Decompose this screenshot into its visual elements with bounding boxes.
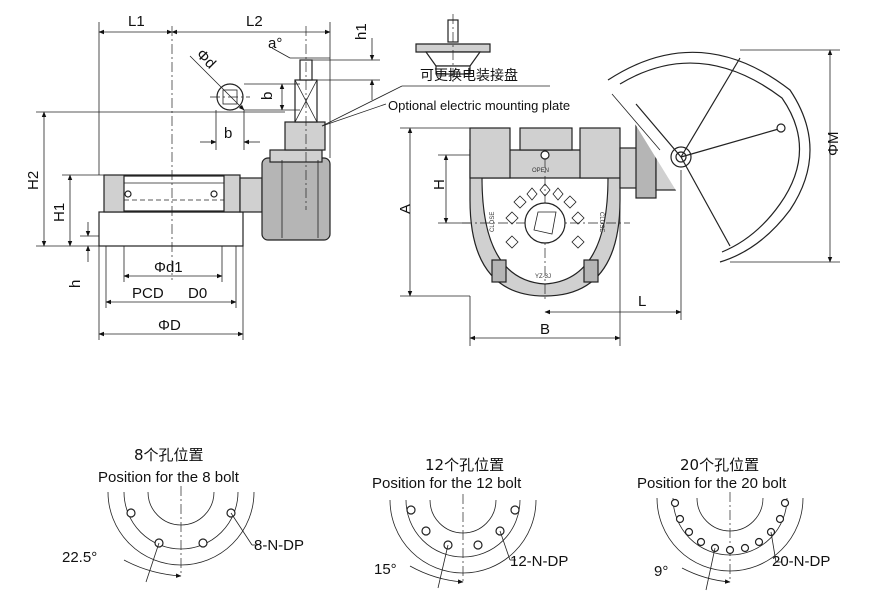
dim-phi-M: ΦM	[825, 132, 842, 156]
dim-L: L	[638, 293, 646, 310]
dim-phi-D: ΦD	[158, 317, 181, 334]
dim-pcd: PCD	[132, 285, 164, 302]
dim-phi-d1: Φd1	[154, 259, 183, 276]
bolt12-label: 12-N-DP	[510, 553, 568, 570]
bolt8-label: 8-N-DP	[254, 537, 304, 554]
bolt20-angle: 9°	[654, 563, 668, 580]
bolt8-title-en: Position for the 8 bolt	[98, 469, 240, 486]
dim-b-vertical: b	[259, 92, 276, 100]
left-side-view: L1 L2 Φd a° h1 b b H2 H1 h Φd1 PCD D0 ΦD	[25, 13, 380, 340]
dim-B: B	[540, 321, 550, 338]
bolt20-title-en: Position for the 20 bolt	[637, 475, 787, 492]
bolt20-title-zh: 20个孔位置	[680, 456, 759, 474]
dim-b-horizontal: b	[224, 125, 232, 142]
bolt8-title-zh: 8个孔位置	[134, 446, 204, 464]
bolt-pattern-12: 12个孔位置 Position for the 12 bolt 15° 12-N…	[372, 456, 568, 589]
dim-phi-d: Φd	[193, 46, 219, 72]
worm-housing	[261, 157, 331, 241]
note-english: Optional electric mounting plate	[388, 98, 570, 113]
bolt12-title-zh: 12个孔位置	[425, 456, 504, 474]
dim-d0: D0	[188, 285, 207, 302]
base-flange	[98, 211, 244, 247]
label-close-left: CLOSE	[490, 212, 496, 232]
dim-L2: L2	[246, 13, 263, 30]
dim-H1: H1	[51, 203, 68, 222]
dim-H: H	[431, 179, 448, 190]
bolt-pattern-20: 20个孔位置 Position for the 20 bolt 9° 20-N-…	[637, 456, 830, 591]
dim-h1: h1	[353, 23, 370, 40]
handwheel	[607, 51, 811, 263]
label-model: YZ-3J	[535, 274, 551, 280]
bolt20-label: 20-N-DP	[772, 553, 830, 570]
gearbox-window	[123, 175, 225, 212]
dim-A: A	[397, 204, 414, 214]
dim-L1: L1	[128, 13, 145, 30]
mounting-tower	[284, 121, 326, 151]
electric-mounting-plate	[415, 14, 491, 82]
dim-h: h	[67, 280, 84, 288]
bolt12-title-en: Position for the 12 bolt	[372, 475, 522, 492]
dim-a-deg: a°	[268, 35, 282, 52]
label-open: OPEN	[532, 168, 549, 174]
label-close-right: CLOSE	[598, 212, 604, 232]
dial-petals	[505, 183, 585, 249]
right-front-view: 可更换电装接盘 Optional electric mounting plate…	[321, 14, 842, 346]
bolt-pattern-8: 8个孔位置 Position for the 8 bolt 22.5° 8-N-…	[62, 446, 304, 583]
bolt8-angle: 22.5°	[62, 549, 97, 566]
note-chinese: 可更换电装接盘	[420, 67, 518, 84]
bolt12-angle: 15°	[374, 561, 397, 578]
dim-H2: H2	[25, 171, 42, 190]
